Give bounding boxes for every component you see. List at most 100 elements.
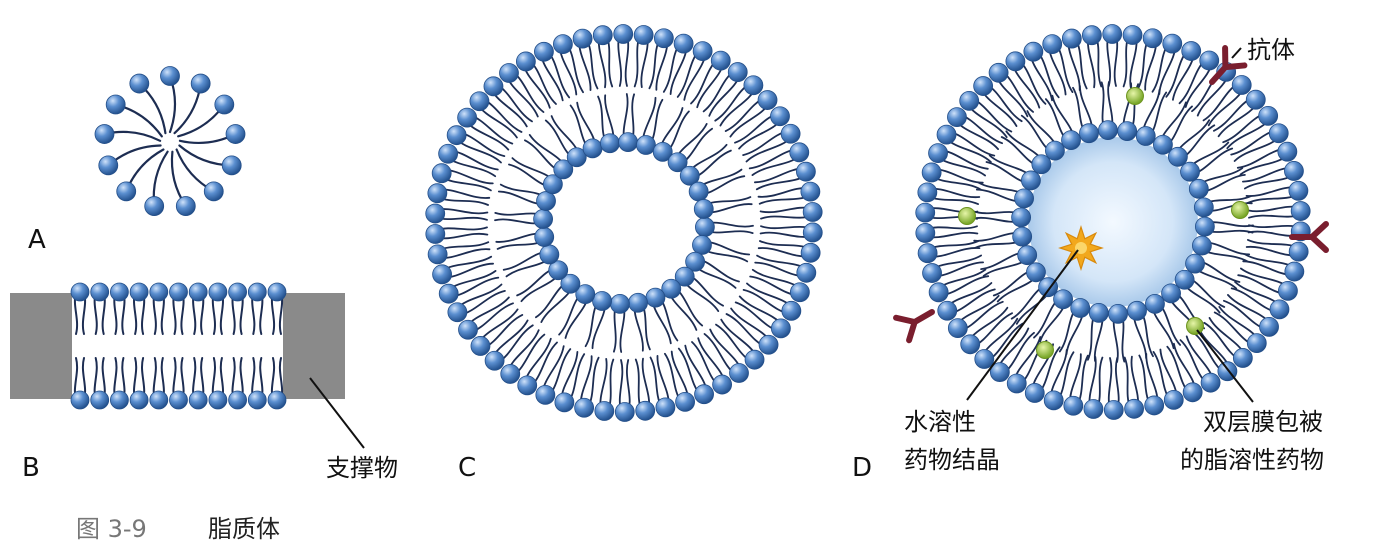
panel-d-letter: D [852, 453, 872, 483]
antibody-label: 抗体 [1247, 36, 1295, 64]
panel-b-letter: B [22, 453, 40, 483]
lipid-head [770, 318, 791, 339]
antibody-shape [1209, 45, 1248, 85]
lipid-head [1017, 245, 1038, 266]
lipid-head [175, 196, 196, 216]
lipid-head [169, 390, 188, 410]
lipid-head [1181, 41, 1202, 61]
lipid-head [758, 334, 779, 355]
lipid-head [560, 273, 581, 294]
lipid-head [710, 50, 731, 71]
lipid-head [458, 319, 478, 340]
lipid-drug-label-line1: 双层膜包被 [1203, 408, 1323, 436]
lipid-head [267, 282, 287, 302]
lipid-head [228, 390, 248, 410]
lipid-head [247, 282, 267, 302]
panel-a-micelle [94, 66, 246, 216]
antibody-shape [1289, 221, 1329, 253]
lipid-head [744, 349, 765, 370]
panel-b-planar-bilayer [70, 282, 287, 410]
lipid-head [144, 196, 165, 216]
lipid-head [110, 282, 129, 302]
antibody [1289, 221, 1329, 253]
lipid-head [652, 141, 673, 162]
lipid-head [655, 397, 676, 418]
lipid-head [1269, 299, 1290, 320]
lipid-head [692, 235, 712, 255]
lipid-head [661, 278, 682, 299]
lipid-head [594, 401, 615, 421]
lipid-head [129, 390, 149, 410]
lipid-head [203, 181, 224, 202]
support-right [283, 293, 345, 399]
lipid-head [960, 334, 981, 355]
water-drug-label-line2: 药物结晶 [904, 446, 1000, 474]
lipid-head [614, 402, 635, 422]
lipid-head [1232, 348, 1253, 368]
lipid-head [922, 263, 942, 283]
lipid-head [94, 124, 115, 144]
lipid-head [427, 183, 448, 204]
lipid-head [499, 63, 519, 83]
lipid-head [1127, 300, 1147, 321]
lipid-drug-dot [1036, 341, 1054, 359]
lipid-head [1006, 373, 1027, 394]
lipid-head [633, 25, 654, 45]
antibody [893, 309, 935, 344]
support-left [10, 293, 72, 399]
lipid-head [535, 384, 556, 405]
lipid-head [1011, 207, 1032, 228]
lipid-head [425, 224, 446, 244]
lipid-head [457, 107, 478, 128]
lipid-drug-dot [1231, 201, 1249, 219]
lipid-head [1012, 226, 1033, 247]
lipid-head [800, 181, 821, 202]
lipid-head [936, 124, 957, 145]
lipid-head [928, 282, 949, 303]
lipid-head [129, 282, 149, 302]
lipid-head [947, 318, 968, 339]
lipid-head [129, 73, 150, 94]
lipid-head [534, 227, 555, 247]
lipid-head [574, 397, 595, 418]
lipid-head [800, 242, 821, 263]
lipid-head [1098, 120, 1118, 141]
lipid-head [600, 133, 620, 154]
lipid-head [1079, 123, 1099, 144]
lipid-head [517, 375, 538, 396]
lipid-head [446, 125, 467, 146]
lipid-head [533, 209, 554, 229]
lipid-head [636, 135, 656, 155]
lipid-head [553, 159, 574, 180]
lipid-head [921, 162, 942, 183]
lipid-head [1278, 280, 1298, 301]
lipid-head [188, 390, 208, 410]
lipid-head [973, 76, 994, 96]
lipid-head [267, 390, 287, 410]
lipid-head [1014, 188, 1034, 209]
panel-c-letter: C [458, 453, 476, 483]
lipid-head [1117, 121, 1138, 141]
caption-number: 图 3-9 [76, 515, 147, 543]
lipid-head [1182, 382, 1203, 403]
lipid-head [70, 390, 90, 410]
lipid-head [770, 106, 790, 127]
lipid-head [515, 51, 536, 72]
lipid-head [1199, 50, 1220, 71]
lipid-drug-dot [1186, 317, 1204, 335]
lipid-head [915, 202, 936, 223]
lipid-head [500, 364, 521, 384]
lipid-head [553, 34, 573, 55]
lipid-head [1192, 235, 1212, 256]
lipid-head [432, 264, 453, 285]
antibody-shape [893, 309, 935, 344]
lipid-head [1231, 75, 1252, 95]
lipid-head [1081, 25, 1102, 46]
panel-c-liposome [425, 24, 823, 422]
lipid-head [694, 384, 714, 405]
lipid-head [1070, 298, 1091, 318]
lipid-head [1180, 161, 1200, 182]
lipid-head [169, 282, 188, 302]
lipid-head [1108, 303, 1128, 324]
lipid-head [1259, 316, 1279, 337]
